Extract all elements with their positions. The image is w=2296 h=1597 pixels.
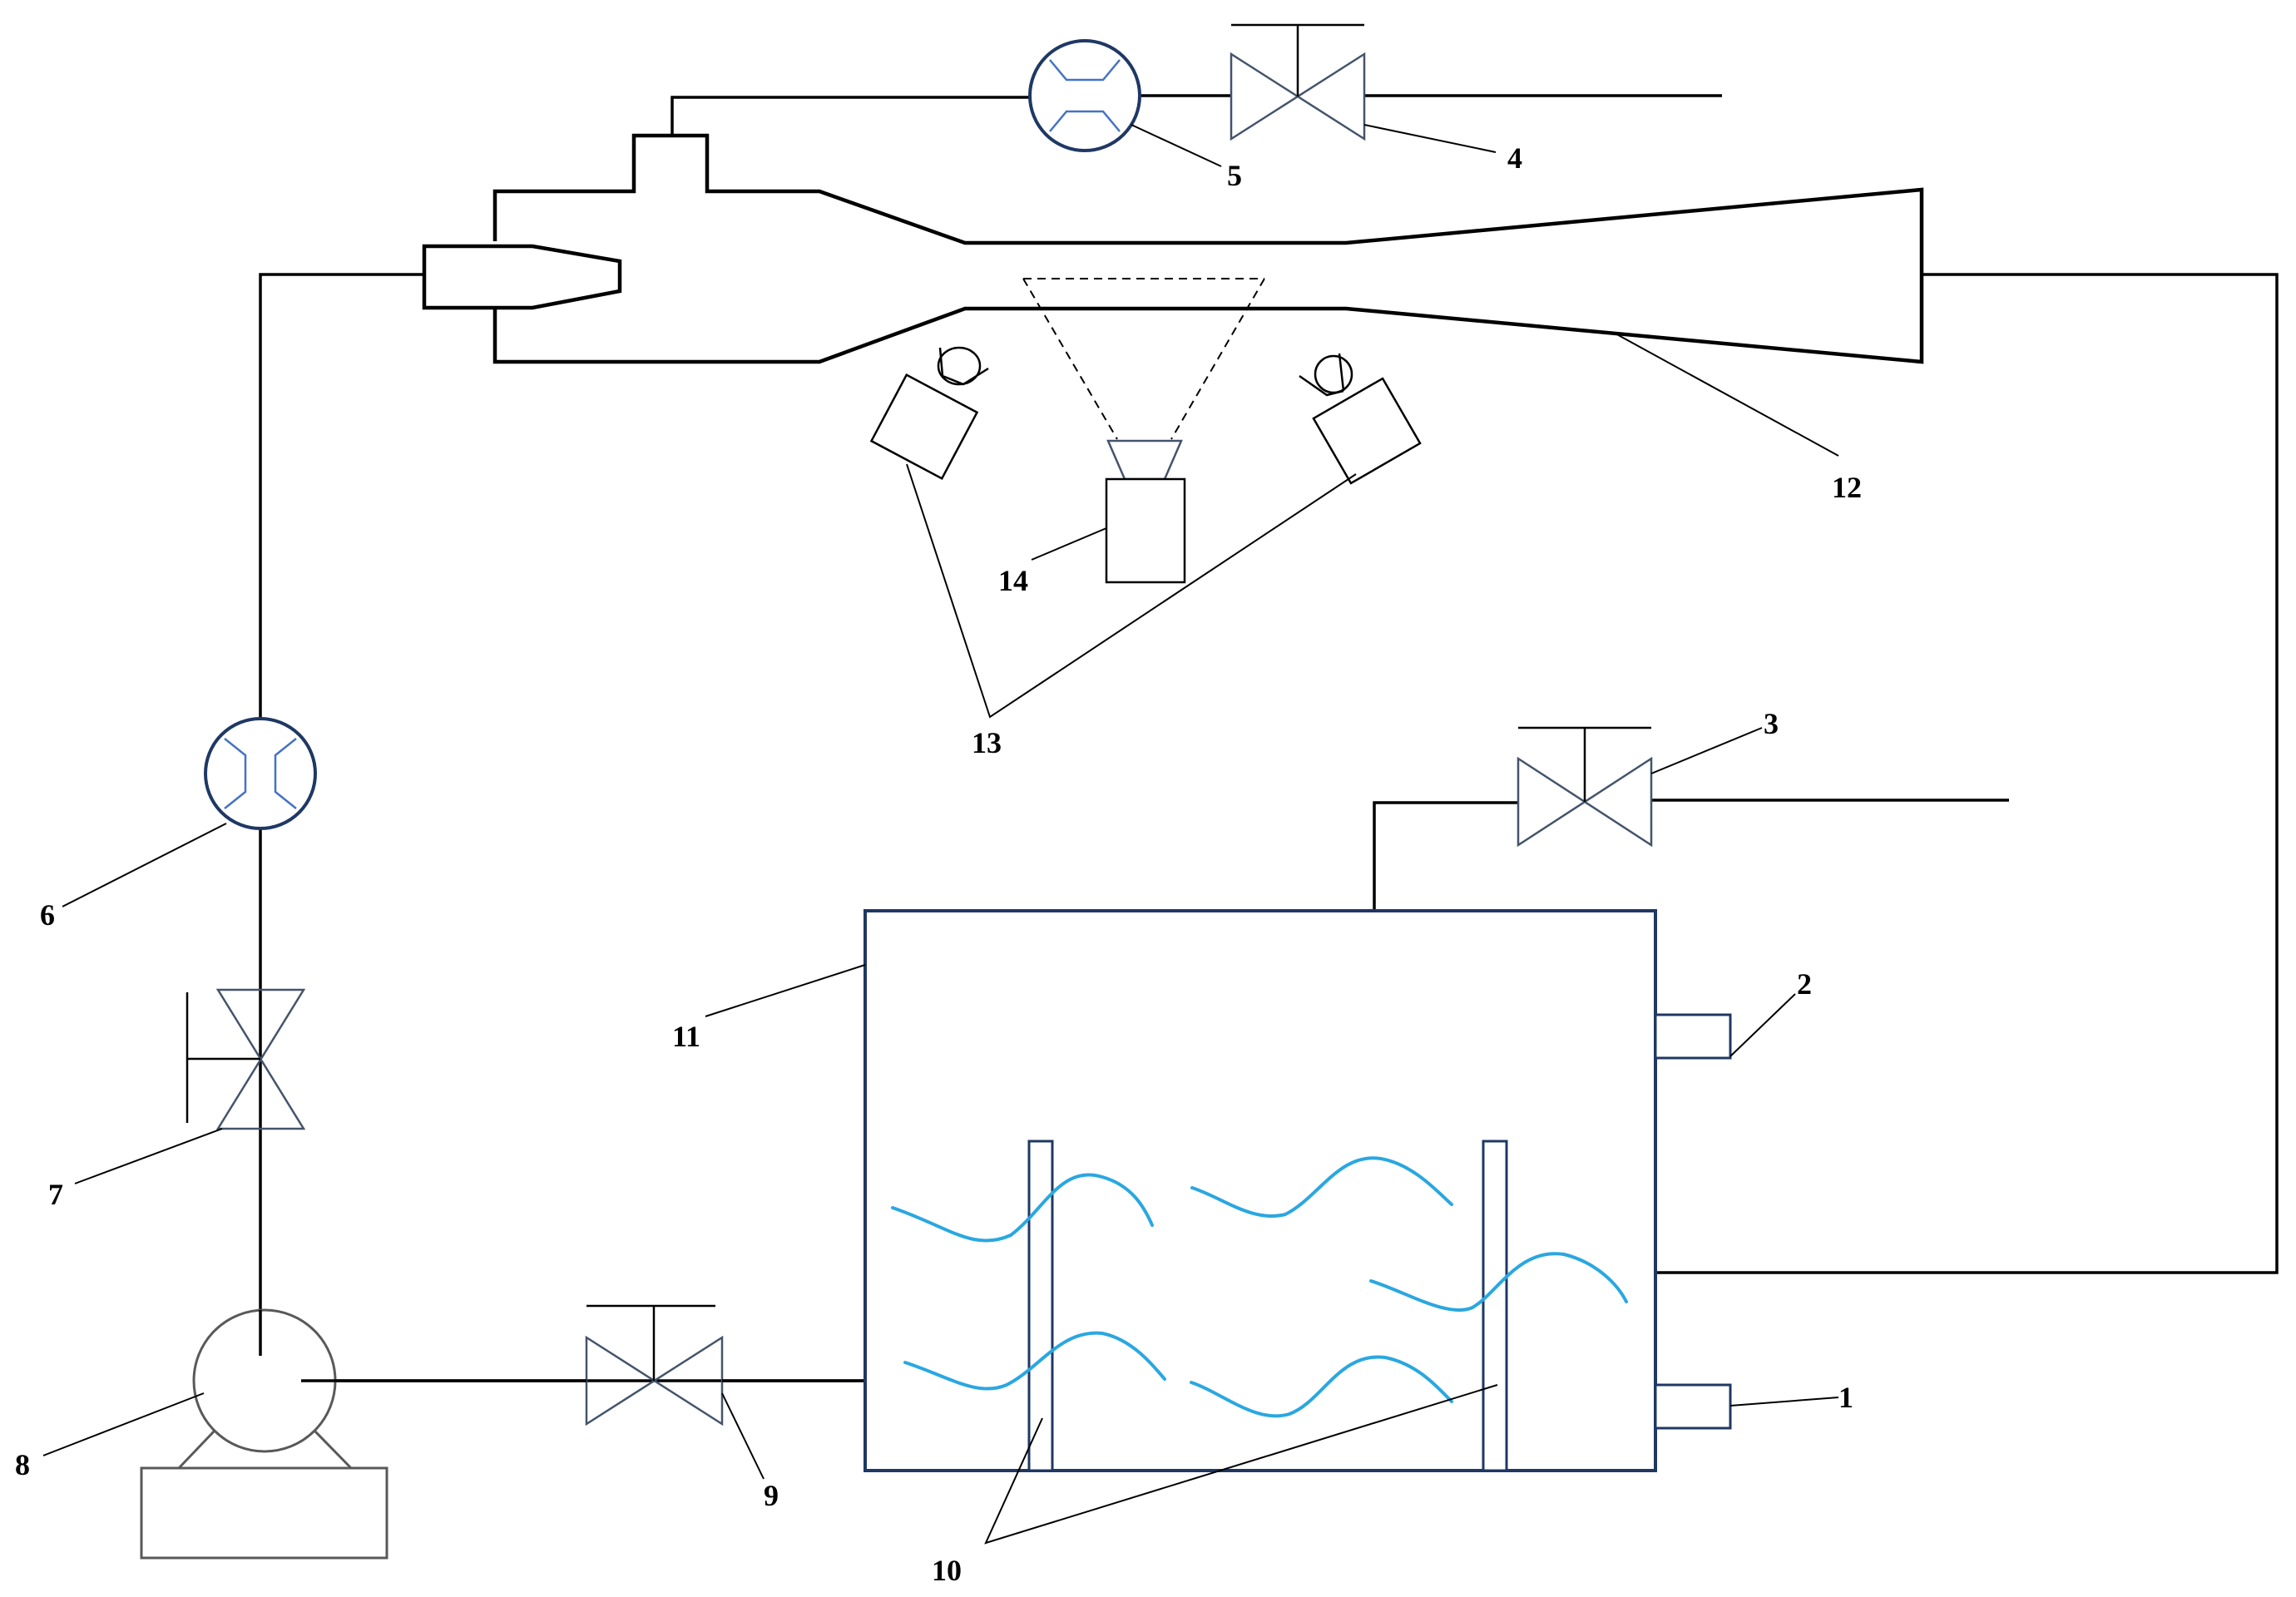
light-left xyxy=(869,346,989,480)
port-2 xyxy=(1654,1013,1732,1060)
flowmeter-5-inner xyxy=(1049,59,1121,132)
valve-4-body xyxy=(1230,52,1366,141)
wave-4 xyxy=(903,1331,1166,1391)
leader-5 xyxy=(1131,124,1222,167)
flowmeter-5 xyxy=(1028,39,1141,152)
label-2: 2 xyxy=(1797,967,1812,1001)
label-8: 8 xyxy=(15,1448,30,1481)
leader-11 xyxy=(705,964,866,1017)
leader-6 xyxy=(62,823,227,907)
wave-1 xyxy=(891,1173,1154,1243)
label-6: 6 xyxy=(40,898,55,932)
wave-2 xyxy=(1190,1156,1453,1218)
valve-9 xyxy=(585,1304,724,1426)
valve-7-body xyxy=(215,988,306,1130)
valve-7 xyxy=(186,988,306,1130)
pump-8-legs xyxy=(177,1429,353,1470)
valve-3-body xyxy=(1517,756,1653,848)
flowmeter-6-inner xyxy=(224,738,297,809)
camera-fov xyxy=(1022,278,1265,440)
flowmeter-6-ring xyxy=(204,717,317,830)
leader-4 xyxy=(1363,124,1497,153)
flowmeter-5-ring xyxy=(1028,39,1141,152)
label-13: 13 xyxy=(972,726,1002,759)
water-waves xyxy=(891,1156,1628,1418)
leader-3 xyxy=(1650,727,1763,774)
tunnel-outline xyxy=(492,133,1924,364)
label-3: 3 xyxy=(1764,707,1779,740)
pipe-return xyxy=(1655,273,2279,1274)
pipe-left-riser xyxy=(259,273,424,1356)
label-4: 4 xyxy=(1507,141,1522,175)
label-14: 14 xyxy=(998,564,1028,597)
leader-1 xyxy=(1729,1397,1839,1407)
pump-shaft xyxy=(259,1310,586,1382)
label-9: 9 xyxy=(764,1479,779,1512)
leader-12 xyxy=(1613,332,1839,457)
pump-8-base xyxy=(140,1466,388,1560)
valve-7-stem xyxy=(186,992,260,1123)
camera-14 xyxy=(1022,278,1265,584)
valve-4-stem xyxy=(1231,23,1364,96)
valve-3-stem xyxy=(1518,726,1651,802)
label-7: 7 xyxy=(48,1178,63,1211)
leader-10 xyxy=(984,1384,1498,1545)
label-12: 12 xyxy=(1832,471,1862,504)
leader-lines xyxy=(42,124,1839,1545)
leader-9 xyxy=(721,1392,765,1480)
label-11: 11 xyxy=(672,1020,700,1053)
label-10: 10 xyxy=(932,1554,962,1587)
leader-14 xyxy=(1031,527,1107,561)
leader-13 xyxy=(906,463,1357,719)
pump-8 xyxy=(140,1308,388,1560)
lights-13 xyxy=(869,346,1422,485)
label-5: 5 xyxy=(1227,159,1242,192)
wave-3 xyxy=(1369,1252,1628,1313)
test-section-12 xyxy=(422,133,1924,364)
pipe-tank-vent xyxy=(1373,798,2009,911)
number-labels: 1 2 3 4 5 6 7 8 9 10 11 12 13 14 xyxy=(15,141,1862,1587)
valve-3 xyxy=(1517,726,1653,848)
port-1 xyxy=(1654,1383,1732,1430)
nozzle xyxy=(422,244,622,310)
valve-9-body xyxy=(585,1335,724,1426)
camera-lens xyxy=(1106,439,1183,481)
label-1: 1 xyxy=(1838,1381,1853,1414)
camera-body xyxy=(1105,477,1186,584)
leader-7 xyxy=(74,1128,223,1184)
wave-5 xyxy=(1190,1355,1453,1418)
leader-8 xyxy=(42,1392,205,1456)
tank-11 xyxy=(863,909,1732,1472)
valve-9-stem xyxy=(586,1304,715,1381)
light-right xyxy=(1299,353,1422,485)
pipe-top-gas xyxy=(670,96,1030,136)
tank-11-body xyxy=(863,909,1657,1472)
flowmeter-6 xyxy=(204,717,317,830)
baffle-right xyxy=(1482,1140,1508,1472)
valve-4 xyxy=(1230,23,1366,141)
leader-2 xyxy=(1729,993,1796,1057)
